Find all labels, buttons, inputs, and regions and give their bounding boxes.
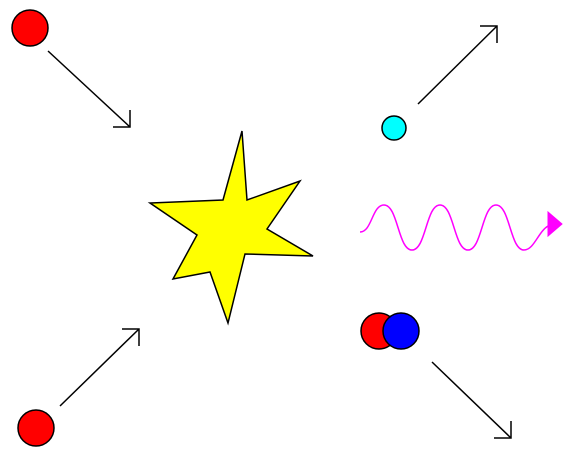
nucleus-neutron-icon (383, 313, 419, 349)
outgoing-light-particle-icon (382, 116, 406, 140)
outgoing-nucleus-icon (361, 313, 419, 349)
incoming-particle-top-left-icon (12, 10, 48, 46)
arrow-top-left-icon (48, 51, 130, 127)
arrow-bottom-left-icon (60, 329, 139, 406)
arrow-bottom-right-icon (432, 362, 511, 438)
incoming-particle-bottom-left-icon (18, 410, 54, 446)
arrow-top-right-icon (418, 26, 497, 104)
explosion-star-icon (150, 131, 313, 323)
photon-wave-icon (360, 205, 562, 250)
